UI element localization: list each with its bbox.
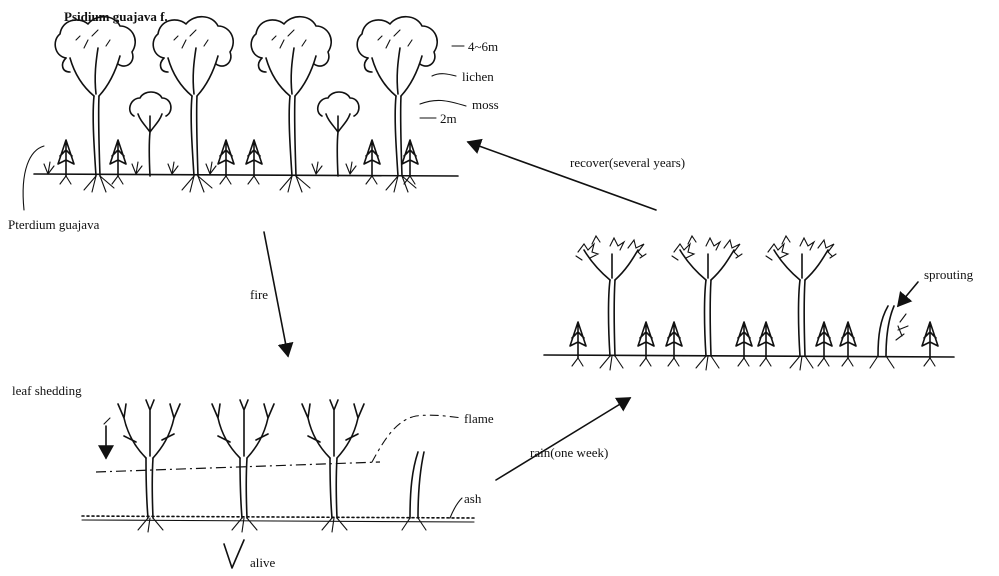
- moss-pointer: [420, 100, 466, 106]
- recovering-tree-3: [766, 236, 836, 370]
- scene-recovery: [544, 236, 954, 370]
- alive-mark: [224, 540, 244, 568]
- grass-3: [168, 162, 178, 174]
- ground-line-forest: [34, 174, 458, 176]
- bare-tree-3: [302, 400, 364, 532]
- scene-forest: [23, 17, 466, 210]
- stump-roots: [402, 518, 426, 530]
- ash-pointer: [450, 498, 462, 518]
- rec-fern-1: [570, 322, 586, 366]
- label-pteridium: Pterdium guajava: [8, 218, 99, 231]
- fern-5: [364, 140, 380, 184]
- label-lichen: lichen: [462, 70, 494, 83]
- grass-4: [206, 162, 216, 174]
- ground-line-burned: [82, 516, 474, 518]
- label-flame: flame: [464, 412, 494, 425]
- rain-arrow: [496, 398, 630, 480]
- label-alive: alive: [250, 556, 275, 569]
- grass-2: [132, 162, 142, 174]
- ground-line-recovery: [544, 355, 954, 357]
- label-height-low: 2m: [440, 112, 457, 125]
- fern-3: [218, 140, 234, 184]
- recover-arrow: [468, 142, 656, 210]
- fern-1: [58, 140, 74, 184]
- rec-fern-3: [666, 322, 682, 366]
- recovering-tree-1: [576, 236, 646, 370]
- flame-line: [96, 462, 380, 472]
- canopy-tree-2: [153, 17, 233, 192]
- canopy-tree-4: [357, 17, 437, 192]
- bare-tree-1: [118, 400, 180, 532]
- label-psidium: Psidium guajava f.: [64, 10, 168, 23]
- rec-fern-4: [736, 322, 752, 366]
- stump: [410, 452, 424, 518]
- label-ash: ash: [464, 492, 481, 505]
- recovering-tree-2: [672, 236, 742, 370]
- canopy-tree-1: [55, 17, 135, 192]
- rec-fern-7: [840, 322, 856, 366]
- lichen-pointer: [432, 74, 456, 76]
- label-moss: moss: [472, 98, 499, 111]
- label-recover: recover(several years): [570, 156, 685, 169]
- pteridium-pointer: [23, 146, 44, 210]
- fern-4: [246, 140, 262, 184]
- rec-fern-5: [758, 322, 774, 366]
- rec-fern-2: [638, 322, 654, 366]
- leaf-shedding-tick: [104, 418, 110, 424]
- sprouts: [896, 314, 908, 340]
- label-sprouting: sprouting: [924, 268, 973, 281]
- sprouting-arrow: [898, 282, 918, 306]
- sprouting-stump: [878, 306, 894, 356]
- small-tree-1: [130, 92, 171, 176]
- ash-layer: [82, 520, 474, 522]
- sprouting-roots: [870, 356, 894, 368]
- grass-5: [312, 162, 322, 174]
- rec-fern-8: [922, 322, 938, 366]
- label-fire: fire: [250, 288, 268, 301]
- label-height-top: 4~6m: [468, 40, 498, 53]
- rec-fern-6: [816, 322, 832, 366]
- scene-burned: [82, 400, 474, 568]
- label-rain: rain(one week): [530, 446, 608, 459]
- label-leaf-shedding: leaf shedding: [12, 384, 82, 397]
- small-tree-2: [318, 92, 359, 176]
- grass-1: [44, 162, 54, 174]
- grass-6: [346, 162, 356, 174]
- fern-2: [110, 140, 126, 184]
